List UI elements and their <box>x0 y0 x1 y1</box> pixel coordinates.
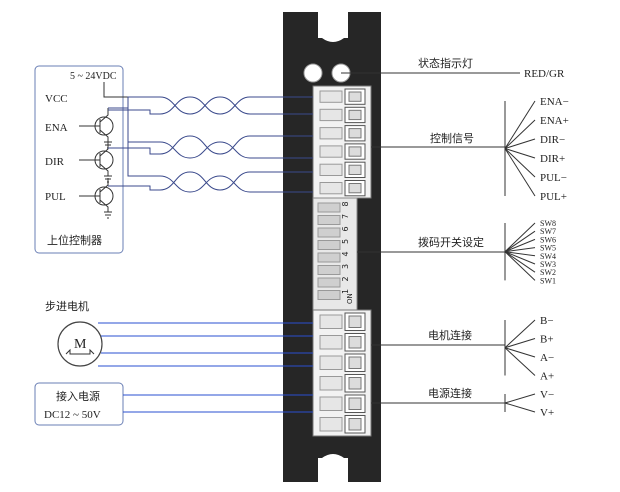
power-source-box <box>34 382 124 426</box>
control-terminal-5 <box>319 161 366 178</box>
pin-label-vcc: VCC <box>45 93 68 105</box>
dip-switch-1 <box>317 290 341 300</box>
power-motor-terminal-4 <box>319 374 366 393</box>
control-signal-terminal-5: PUL+ <box>540 191 567 203</box>
transistor-dir-icon <box>79 142 114 183</box>
dip-number-5: 5 <box>341 239 350 244</box>
control-terminal-4 <box>319 143 366 160</box>
controller-box <box>34 65 124 254</box>
control-terminal-6 <box>319 180 366 197</box>
power-motor-terminal-6 <box>319 415 366 434</box>
control-signal-terminal-3: DIR+ <box>540 153 565 165</box>
motor-title: 步进电机 <box>45 299 89 313</box>
dip-switch-6 <box>317 227 341 238</box>
status-light-value: RED/GR <box>524 68 565 80</box>
transistor-pul-icon <box>79 178 114 219</box>
dip-switch-name-5: SW3 <box>540 260 556 269</box>
dip-on-label: ON <box>346 293 354 304</box>
control-signal-label: 控制信号 <box>430 131 474 145</box>
motor-symbol: M <box>74 337 87 352</box>
dip-switch-name-3: SW5 <box>540 244 556 253</box>
power-motor-terminal-3 <box>319 353 366 372</box>
dip-number-2: 2 <box>341 276 350 281</box>
motor-terminal-1: B+ <box>540 334 554 346</box>
dip-number-1: 1 <box>341 289 350 294</box>
control-terminal-1 <box>319 88 366 105</box>
control-terminal-2 <box>319 106 366 124</box>
pin-label-pul: PUL <box>45 191 66 203</box>
motor-icon <box>57 321 103 367</box>
dip-number-4: 4 <box>341 251 350 256</box>
status-light-label: 状态指示灯 <box>418 56 473 70</box>
dip-switch-name-6: SW2 <box>540 268 556 277</box>
motor-terminal-0: B− <box>540 315 554 327</box>
power-terminal-0: V− <box>540 389 554 401</box>
controller-voltage-label: 5 ~ 24VDC <box>70 71 117 82</box>
dip-switch-2 <box>317 277 341 288</box>
pin-label-dir: DIR <box>45 156 65 168</box>
motor-terminal-2: A− <box>540 352 554 364</box>
power-connection-label: 电源连接 <box>428 386 472 400</box>
power-motor-terminal-5 <box>319 394 366 413</box>
dip-switch-name-4: SW4 <box>540 252 556 261</box>
dip-switch-5 <box>317 240 341 250</box>
control-signal-terminal-0: ENA− <box>540 96 569 108</box>
power-terminal-1: V+ <box>540 407 554 419</box>
dip-switch-4 <box>317 252 341 263</box>
dip-switch-label: 拨码开关设定 <box>418 235 484 249</box>
power-source-range: DC12 ~ 50V <box>44 409 101 421</box>
control-wiring <box>108 96 313 193</box>
dip-switch-3 <box>317 265 341 275</box>
pin-label-ena: ENA <box>45 122 68 134</box>
motor-terminal-3: A+ <box>540 371 554 383</box>
control-signal-terminal-4: PUL− <box>540 172 567 184</box>
dip-switch-name-0: SW8 <box>540 219 556 228</box>
dip-number-3: 3 <box>341 264 350 269</box>
power-wiring <box>123 394 313 413</box>
control-signal-terminal-1: ENA+ <box>540 115 569 127</box>
control-terminal-block <box>312 85 372 199</box>
dip-number-7: 7 <box>341 214 350 219</box>
dip-switch-name-7: SW1 <box>540 276 556 285</box>
dip-switch-block: ON 1 2 3 4 5 6 7 8 <box>312 197 358 311</box>
motor-connection-label: 电机连接 <box>428 328 472 342</box>
dip-switch-7 <box>317 215 341 225</box>
power-motor-terminal-2 <box>319 333 366 352</box>
transistor-ena-icon <box>79 108 114 149</box>
dip-switch-name-1: SW7 <box>540 227 556 236</box>
power-source-title: 接入电源 <box>56 389 100 403</box>
power-motor-terminal-1 <box>319 312 366 331</box>
motor-wiring <box>98 322 313 367</box>
control-signal-terminal-2: DIR− <box>540 134 565 146</box>
controller-title: 上位控制器 <box>47 233 102 247</box>
dip-number-8: 8 <box>341 201 350 206</box>
dip-switch-8 <box>317 202 341 213</box>
dip-switch-name-2: SW6 <box>540 235 556 244</box>
dip-number-6: 6 <box>341 226 350 231</box>
status-led-1 <box>303 63 323 83</box>
control-terminal-3 <box>319 125 366 142</box>
power-motor-terminal-block <box>312 309 372 437</box>
